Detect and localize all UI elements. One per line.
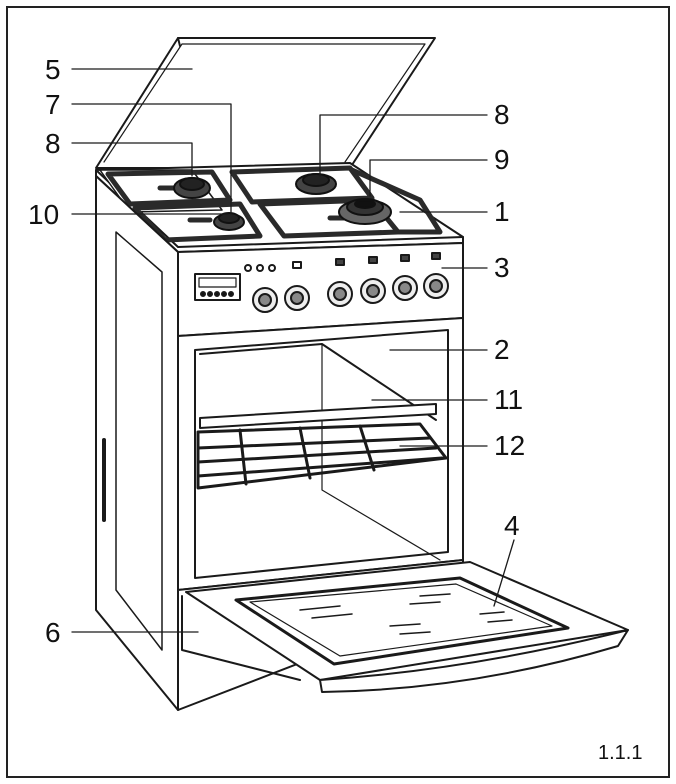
callout-9: 9	[494, 144, 510, 175]
callout-11: 11	[494, 384, 524, 415]
callout-10: 10	[28, 199, 60, 230]
figure-number: 1.1.1	[598, 742, 643, 764]
oven-door	[185, 561, 629, 693]
callout-8-right: 8	[494, 99, 510, 130]
callout-12: 12	[494, 430, 526, 461]
callout-5: 5	[45, 54, 61, 85]
glass-lid	[95, 37, 436, 169]
wire-rack	[196, 422, 448, 490]
callout-2: 2	[494, 334, 510, 365]
callout-8-left: 8	[45, 128, 61, 159]
callout-4: 4	[504, 510, 520, 541]
figure-frame	[6, 6, 670, 778]
callout-1: 1	[494, 196, 510, 227]
callout-7: 7	[45, 89, 61, 120]
callout-6: 6	[45, 617, 61, 648]
burners	[173, 173, 392, 231]
baking-tray	[199, 403, 437, 429]
leader-lines	[71, 68, 515, 633]
side-panel	[95, 175, 179, 711]
callout-3: 3	[494, 252, 510, 283]
